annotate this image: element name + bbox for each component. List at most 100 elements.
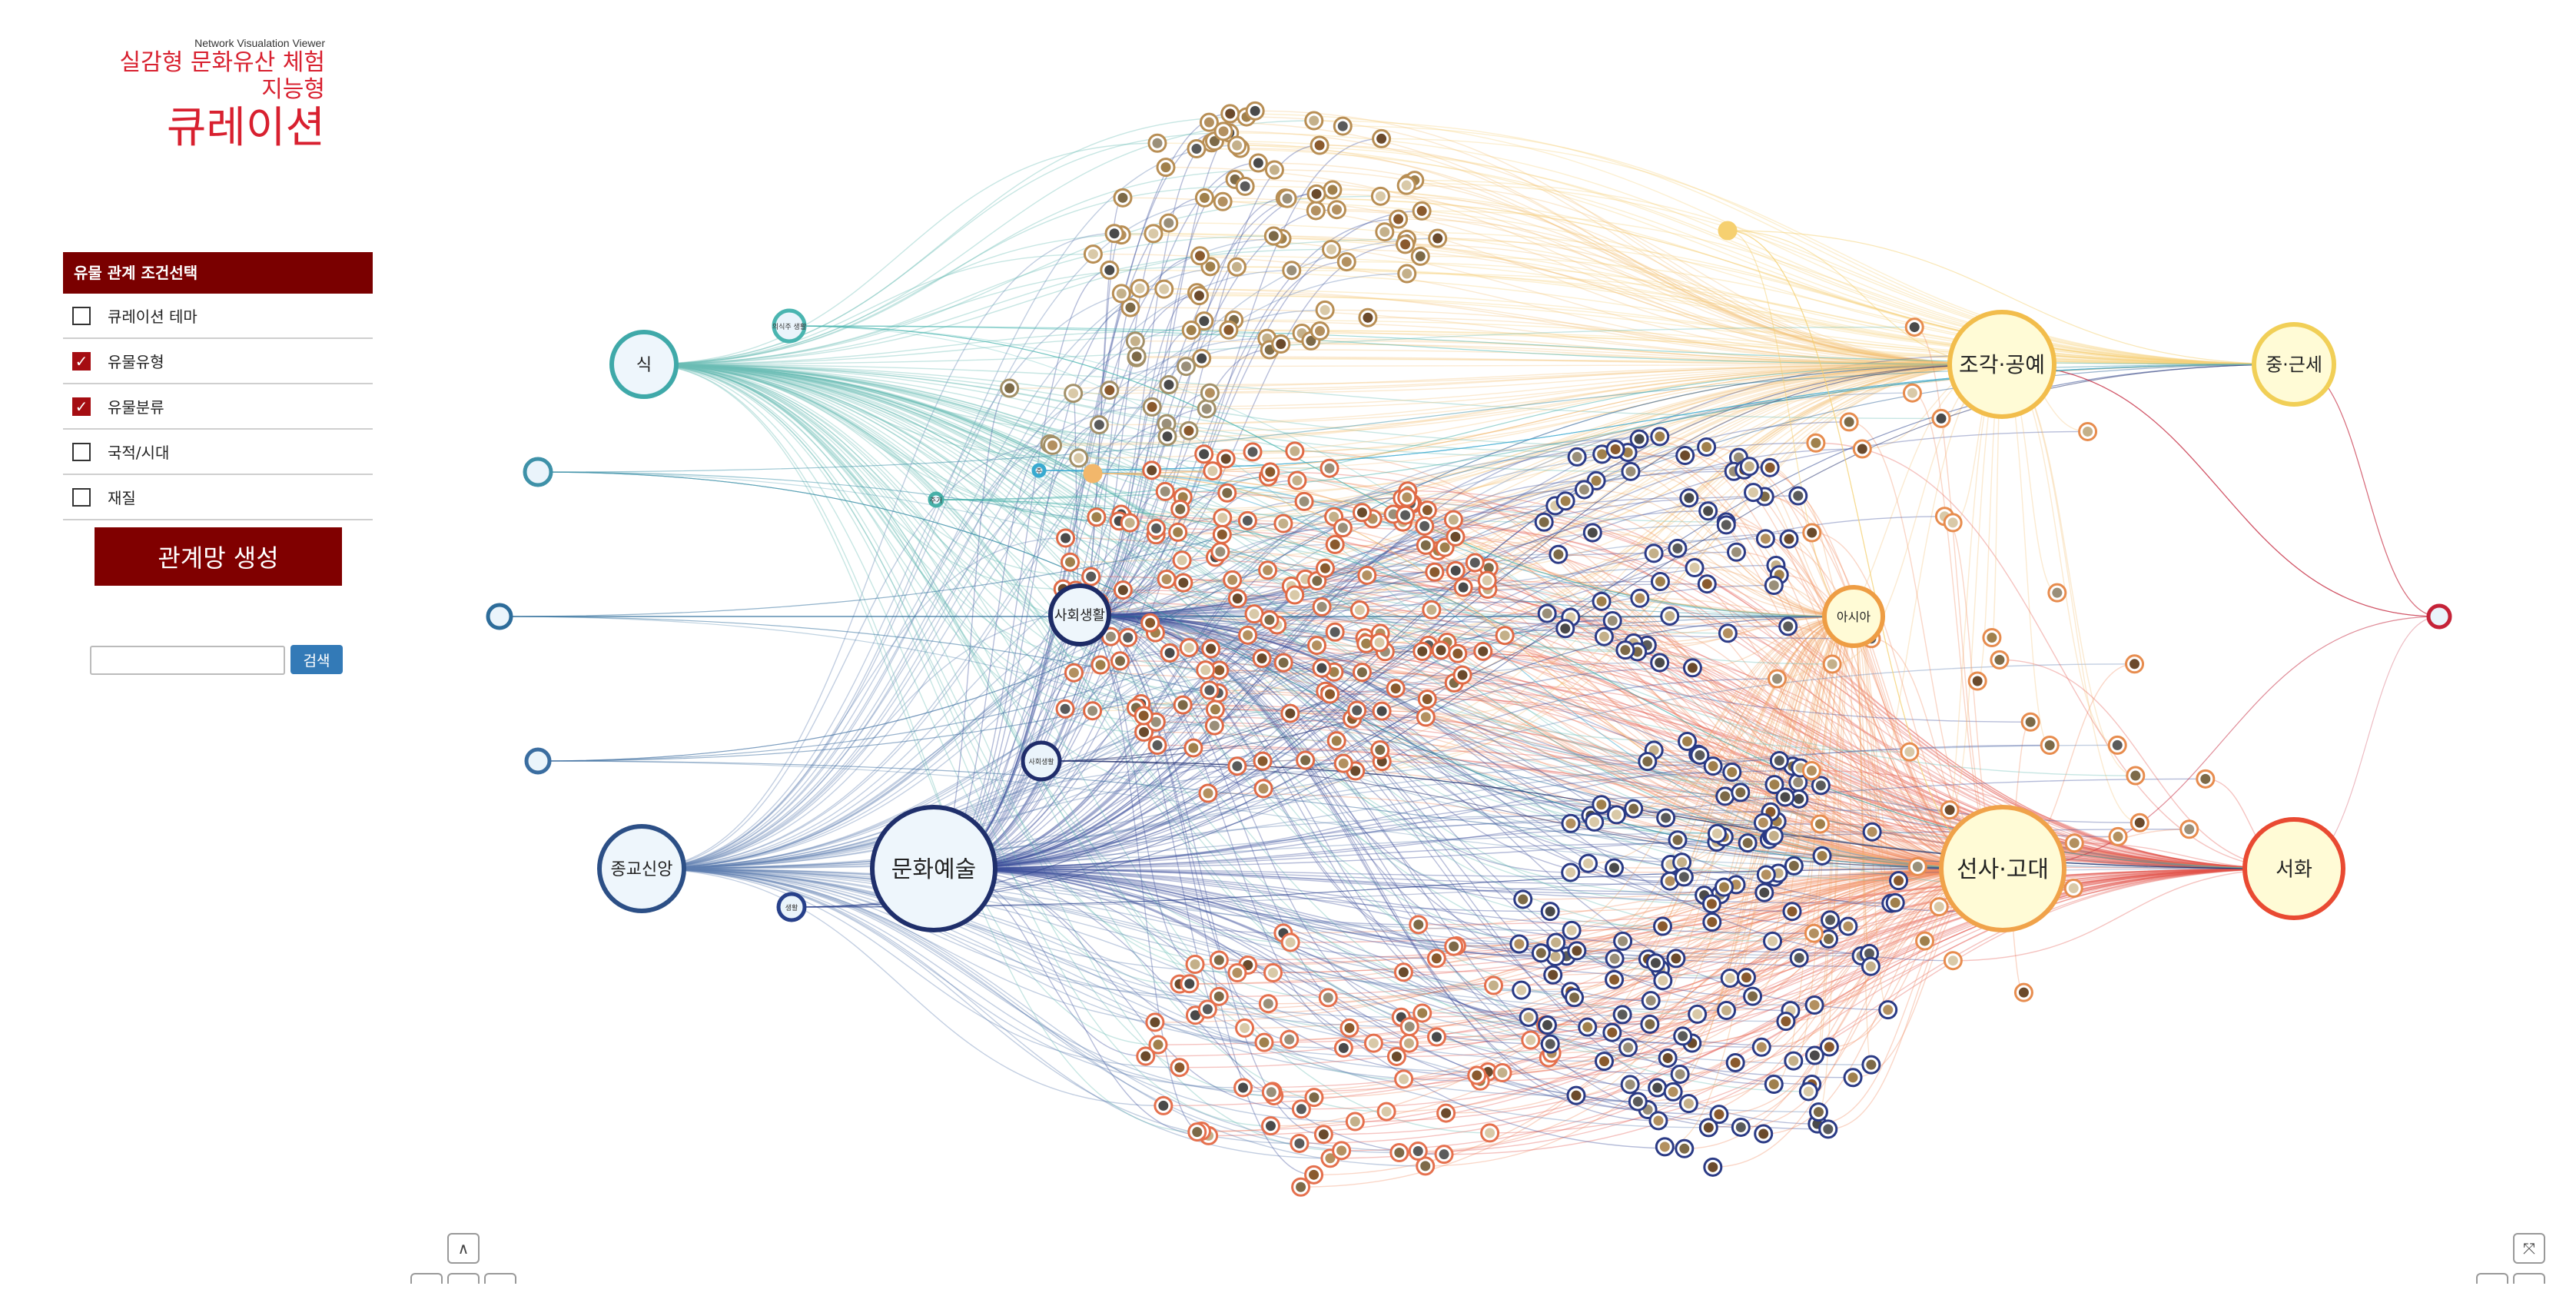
artifact-node[interactable]: [1818, 1119, 1838, 1139]
artifact-node[interactable]: [1157, 427, 1177, 447]
artifact-node[interactable]: [1357, 565, 1377, 585]
artifact-node[interactable]: [1673, 1026, 1693, 1046]
artifact-node[interactable]: [1943, 513, 1963, 533]
artifact-node[interactable]: [1483, 975, 1503, 995]
artifact-node[interactable]: [1212, 524, 1232, 544]
artifact-node[interactable]: [1843, 1068, 1863, 1088]
artifact-node[interactable]: [1716, 515, 1736, 535]
artifact-node[interactable]: [1370, 740, 1390, 760]
artifact-node[interactable]: [1717, 1000, 1737, 1020]
artifact-node[interactable]: [1194, 311, 1214, 331]
artifact-node[interactable]: [1775, 787, 1795, 807]
artifact-node[interactable]: [1776, 1012, 1796, 1032]
artifact-node[interactable]: [1399, 1017, 1419, 1037]
artifact-node[interactable]: [1410, 246, 1430, 266]
artifact-node[interactable]: [1768, 669, 1788, 689]
hub-node[interactable]: 아시아: [1822, 585, 1885, 648]
artifact-node[interactable]: [1261, 1082, 1281, 1102]
artifact-node[interactable]: [1197, 999, 1217, 1019]
artifact-node[interactable]: [1201, 639, 1221, 659]
artifact-node[interactable]: [1624, 799, 1644, 819]
artifact-node[interactable]: [1907, 856, 1927, 876]
hub-node[interactable]: 식: [609, 330, 679, 399]
artifact-node[interactable]: [1698, 1118, 1718, 1138]
artifact-node[interactable]: [1878, 1000, 1898, 1020]
artifact-node[interactable]: [1252, 648, 1272, 668]
artifact-node[interactable]: [1280, 703, 1300, 723]
artifact-node[interactable]: [1386, 1046, 1406, 1066]
artifact-node[interactable]: [1227, 962, 1247, 982]
artifact-node[interactable]: [1326, 731, 1346, 751]
artifact-node[interactable]: [1369, 633, 1389, 653]
artifact-node[interactable]: [1304, 1088, 1324, 1108]
artifact-node[interactable]: [1227, 589, 1247, 609]
artifact-node[interactable]: [1562, 920, 1582, 940]
artifact-node[interactable]: [1555, 491, 1575, 511]
artifact-node[interactable]: [1372, 128, 1392, 148]
artifact-node[interactable]: [1798, 1082, 1818, 1102]
artifact-node[interactable]: [1446, 560, 1466, 580]
artifact-node[interactable]: [1301, 331, 1321, 351]
artifact-node[interactable]: [1655, 1137, 1675, 1157]
artifact-node[interactable]: [1697, 437, 1717, 457]
artifact-node[interactable]: [1789, 948, 1809, 968]
artifact-node[interactable]: [1666, 949, 1686, 969]
artifact-node[interactable]: [1333, 116, 1353, 136]
artifact-node[interactable]: [1638, 752, 1658, 772]
artifact-node[interactable]: [1235, 176, 1255, 196]
artifact-node[interactable]: [1754, 882, 1774, 902]
artifact-node[interactable]: [1806, 433, 1826, 453]
artifact-node[interactable]: [1291, 1177, 1311, 1197]
artifact-node[interactable]: [1219, 320, 1239, 340]
artifact-node[interactable]: [1064, 384, 1084, 404]
artifact-node[interactable]: [1465, 553, 1485, 573]
artifact-node[interactable]: [1325, 622, 1345, 642]
artifact-node[interactable]: [1227, 756, 1247, 776]
artifact-node[interactable]: [2179, 819, 2199, 839]
artifact-node[interactable]: [1615, 640, 1635, 660]
artifact-node[interactable]: [1417, 690, 1437, 710]
artifact-node[interactable]: [1629, 429, 1649, 449]
artifact-node[interactable]: [1931, 408, 1951, 428]
artifact-node[interactable]: [1788, 486, 1808, 506]
artifact-node[interactable]: [1280, 932, 1300, 952]
artifact-node[interactable]: [1428, 228, 1448, 248]
artifact-node[interactable]: [1263, 963, 1283, 983]
artifact-node[interactable]: [1768, 863, 1788, 883]
artifact-node[interactable]: [1592, 795, 1612, 815]
artifact-node[interactable]: [1645, 953, 1665, 973]
artifact-node[interactable]: [1477, 570, 1497, 590]
generate-network-button[interactable]: 관계망 생성: [95, 527, 342, 586]
artifact-node[interactable]: [1592, 591, 1612, 611]
artifact-node[interactable]: [1902, 383, 1922, 403]
artifact-node[interactable]: [1546, 932, 1566, 952]
artifact-node[interactable]: [1543, 965, 1563, 985]
artifact-node[interactable]: [2125, 654, 2145, 674]
artifact-node[interactable]: [2020, 712, 2040, 732]
artifact-node[interactable]: [1811, 776, 1831, 796]
artifact-node[interactable]: [1113, 188, 1133, 208]
artifact-node[interactable]: [1443, 510, 1463, 530]
artifact-node[interactable]: [1213, 191, 1233, 211]
artifact-node[interactable]: [1751, 1037, 1771, 1057]
artifact-node[interactable]: [1431, 640, 1451, 660]
artifact-node[interactable]: [1118, 627, 1138, 647]
artifact-node[interactable]: [1216, 449, 1236, 469]
artifact-node[interactable]: [1260, 1116, 1280, 1136]
artifact-node[interactable]: [1185, 955, 1205, 975]
artifact-node[interactable]: [1756, 865, 1776, 885]
artifact-node[interactable]: [1127, 347, 1147, 367]
artifact-node[interactable]: [1715, 786, 1735, 806]
artifact-node[interactable]: [1709, 1105, 1729, 1125]
artifact-node[interactable]: [1531, 943, 1551, 963]
search-button[interactable]: 검색: [290, 645, 343, 674]
artifact-node[interactable]: [1760, 457, 1780, 477]
artifact-node[interactable]: [1100, 260, 1120, 280]
artifact-node[interactable]: [1260, 610, 1280, 630]
artifact-node[interactable]: [1315, 300, 1335, 320]
artifact-node[interactable]: [1325, 534, 1345, 554]
artifact-node[interactable]: [1513, 889, 1533, 909]
checkbox-unchecked-icon[interactable]: [72, 442, 91, 461]
artifact-node[interactable]: [1170, 1058, 1190, 1078]
artifact-node[interactable]: [1200, 680, 1220, 700]
